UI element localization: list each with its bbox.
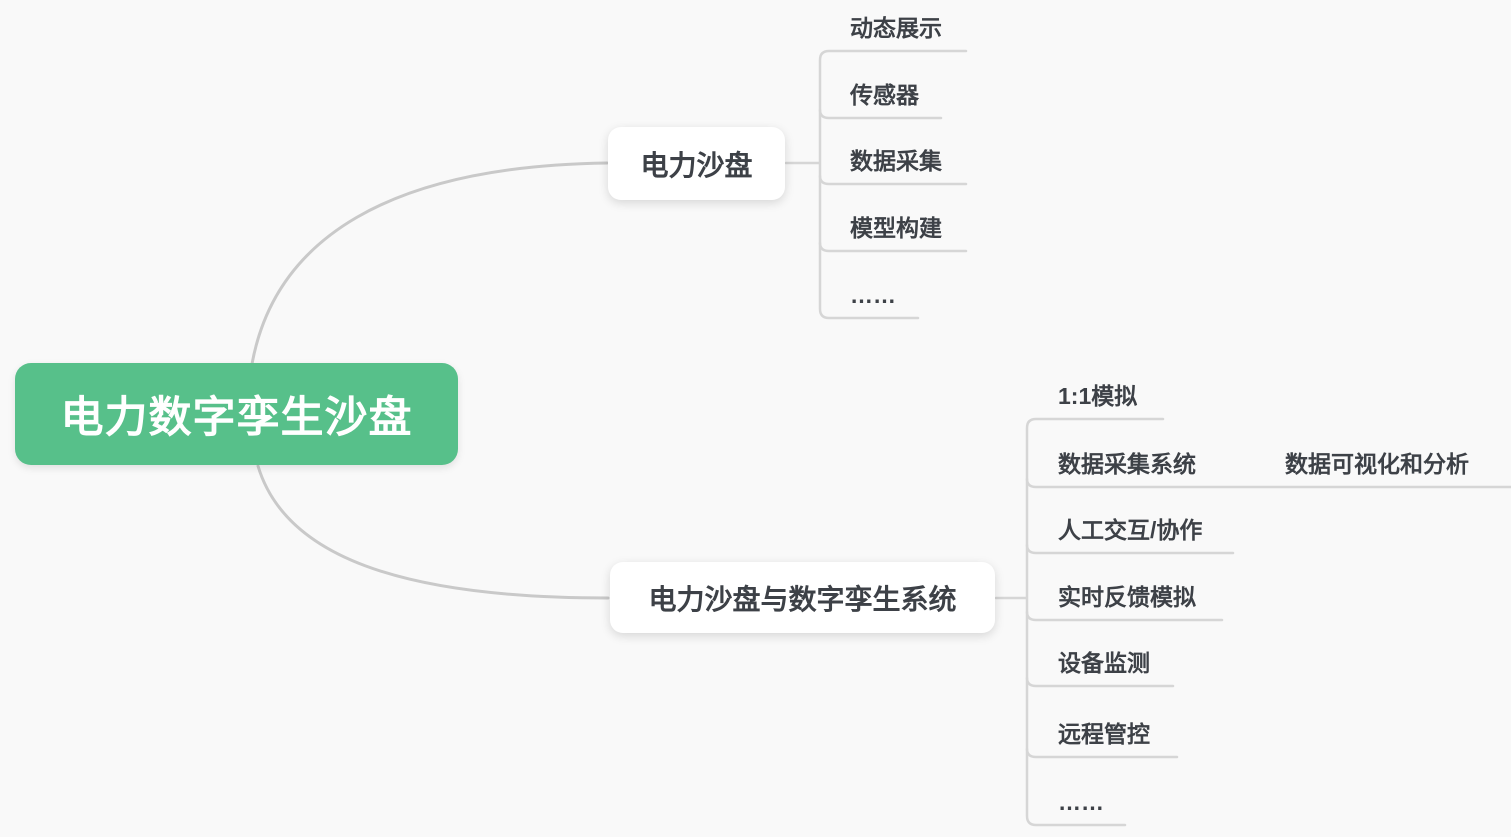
- root-node-label: 电力数字孪生沙盘: [60, 394, 413, 442]
- leaf-remote-control[interactable]: 远程管控: [1058, 721, 1150, 747]
- leaf-sensor[interactable]: 传感器: [850, 82, 919, 108]
- leaf-data-collection[interactable]: 数据采集: [850, 148, 942, 174]
- leaf-equipment-monitoring[interactable]: 设备监测: [1058, 650, 1150, 676]
- branch-1-label: 电力沙盘: [640, 149, 753, 181]
- leaf-human-interaction-collaboration[interactable]: 人工交互/协作: [1058, 517, 1203, 543]
- leaf-1-1-simulation[interactable]: 1:1模拟: [1058, 383, 1138, 409]
- leaf-data-visualization-analysis[interactable]: 数据可视化和分析: [1285, 451, 1469, 477]
- leaf-ellipsis-top[interactable]: ……: [850, 282, 896, 308]
- branch-node-power-sandbox[interactable]: 电力沙盘: [608, 127, 785, 200]
- branch-2-label: 电力沙盘与数字孪生系统: [648, 583, 957, 615]
- leaf-ellipsis-bottom[interactable]: ……: [1058, 789, 1104, 815]
- curve-root-to-branch-2: [256, 464, 610, 600]
- leaf-data-collection-system[interactable]: 数据采集系统: [1058, 451, 1196, 477]
- leaf-realtime-feedback-simulation[interactable]: 实时反馈模拟: [1058, 584, 1196, 610]
- branch-node-sandbox-digital-twin-system[interactable]: 电力沙盘与数字孪生系统: [610, 562, 995, 633]
- curve-root-to-branch-1: [250, 161, 609, 366]
- leaf-dynamic-display[interactable]: 动态展示: [850, 15, 942, 41]
- leaf-model-building[interactable]: 模型构建: [850, 215, 942, 241]
- root-node[interactable]: 电力数字孪生沙盘: [15, 363, 458, 465]
